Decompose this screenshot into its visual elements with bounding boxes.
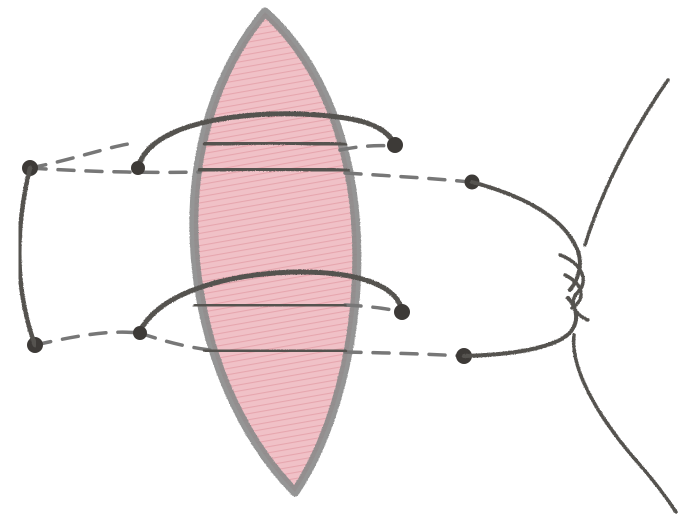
upper-thread-1: [205, 143, 345, 145]
upper-inner-right-knot-dot: [387, 137, 403, 153]
lower-inner-left-knot-dot: [133, 326, 147, 340]
left-connecting-thread: [19, 168, 35, 345]
wound: [194, 12, 357, 492]
upper-hidden-left-path-2: [30, 168, 200, 172]
tied-knot: [464, 80, 676, 512]
lower-hidden-left-path: [35, 332, 140, 345]
lower-hidden-left-path-2: [140, 333, 210, 350]
lower-hidden-right-path-2: [345, 352, 462, 356]
upper-hidden-right-path: [340, 146, 392, 150]
lower-thread-1: [195, 305, 345, 307]
lower-inner-right-knot-dot: [394, 304, 410, 320]
lower-thread-2: [205, 350, 345, 352]
upper-thread-2: [200, 169, 348, 171]
tail-lower-thread: [574, 335, 676, 512]
upper-hidden-left-path: [30, 143, 135, 168]
tail-upper-thread: [585, 80, 668, 245]
right-lower-loop-thread: [464, 298, 576, 356]
upper-inner-left-knot-dot: [131, 161, 145, 175]
upper-hidden-right-path-2: [345, 173, 470, 182]
